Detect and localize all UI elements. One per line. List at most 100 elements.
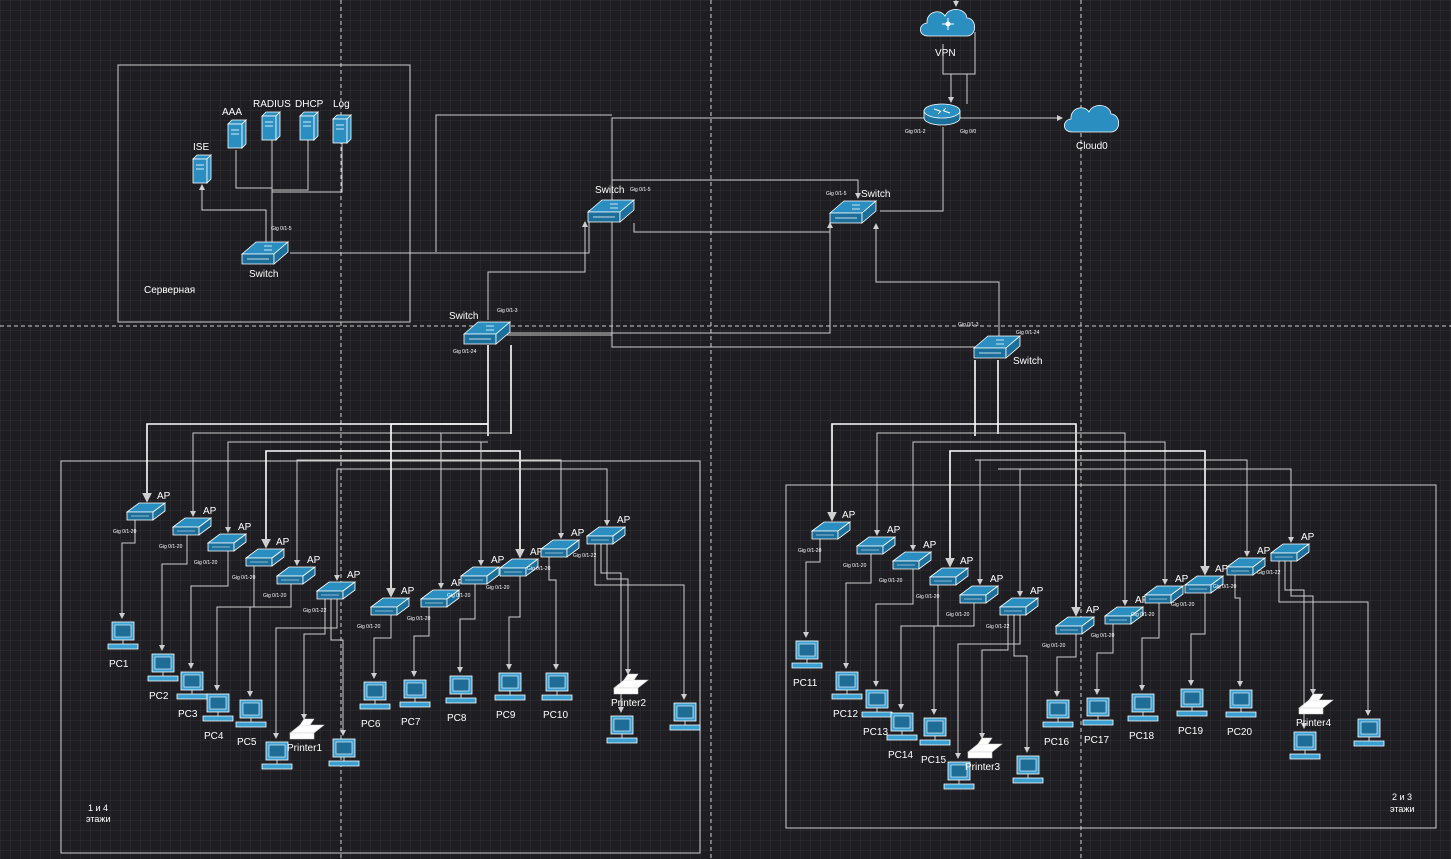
floors-1-4-label: 1 и 4 [88, 803, 108, 813]
ap-left-3-icon[interactable] [207, 533, 247, 552]
ap-left-12-icon[interactable] [586, 526, 626, 545]
ap-left-6-icon[interactable] [316, 581, 356, 600]
ap-right-11-port: Gig 0/1-20 [1213, 584, 1237, 590]
vpn-cloud[interactable] [919, 9, 976, 37]
ap-left-7-port: Gig 0/1-20 [357, 624, 381, 630]
core-left-switch-port: Gig 0/1-5 [630, 187, 651, 193]
dist-left-switch-icon[interactable] [463, 321, 511, 345]
ap-right-5-icon[interactable] [959, 585, 999, 604]
ap-left-10-port: Gig 0/1-20 [486, 585, 510, 591]
pc-left-12-icon[interactable] [494, 672, 526, 701]
printer-left-15-label: Printer2 [611, 698, 646, 709]
cloud0-label: Cloud0 [1076, 141, 1108, 152]
server-switch-icon[interactable] [241, 241, 289, 265]
core-right-switch-icon[interactable] [829, 200, 877, 224]
pc-left-5-label: PC5 [237, 737, 257, 748]
pc-right-14-icon[interactable] [1289, 731, 1321, 760]
dhcp-server-icon[interactable] [299, 111, 319, 141]
pc-left-2-icon[interactable] [147, 653, 179, 682]
pc-left-16-icon[interactable] [669, 702, 701, 731]
radius-server-icon[interactable] [261, 111, 281, 141]
pc-right-9-icon[interactable] [1042, 699, 1074, 728]
ap-left-1-port: Gig 0/1-20 [113, 529, 137, 535]
ap-right-12-icon[interactable] [1270, 543, 1310, 562]
pc-left-4-label: PC4 [204, 731, 224, 742]
pc-right-3-icon[interactable] [861, 689, 893, 718]
ap-left-11-port: Gig 0/1-20 [527, 566, 551, 572]
pc-right-2-icon[interactable] [831, 671, 863, 700]
ap-right-8-port: Gig 0/1-20 [1091, 633, 1115, 639]
dist-left-switch-port2: Gig 0/1-24 [453, 349, 477, 355]
ap-left-7-icon[interactable] [370, 597, 410, 616]
ap-left-9-icon[interactable] [460, 566, 500, 585]
ap-left-1-icon[interactable] [126, 502, 166, 521]
pc-left-4-icon[interactable] [202, 693, 234, 722]
ap-left-5-label: AP [307, 555, 321, 566]
ap-left-8-label: AP [451, 578, 465, 589]
pc-right-12-icon[interactable] [1176, 688, 1208, 717]
ap-right-2-port: Gig 0/1-20 [843, 563, 867, 569]
pc-left-2-label: PC2 [149, 691, 169, 702]
pc-left-1-label: PC1 [109, 659, 129, 670]
ap-right-5-port: Gig 0/1-20 [946, 612, 970, 618]
ap-left-4-port: Gig 0/1-20 [232, 575, 256, 581]
cloud0-icon[interactable] [1063, 105, 1120, 133]
ap-left-2-port: Gig 0/1-20 [159, 544, 183, 550]
pc-left-9-icon[interactable] [359, 681, 391, 710]
pc-right-10-icon[interactable] [1082, 697, 1114, 726]
pc-left-8-icon[interactable] [328, 738, 360, 767]
ap-right-1-icon[interactable] [811, 521, 851, 540]
pc-right-16-icon[interactable] [1353, 718, 1385, 747]
pc-right-3-label: PC13 [863, 727, 888, 738]
log-server-icon[interactable] [332, 114, 352, 144]
pc-left-14-icon[interactable] [606, 715, 638, 744]
pc-right-8-icon[interactable] [1012, 755, 1044, 784]
ap-right-6-icon[interactable] [999, 597, 1039, 616]
pc-left-11-label: PC8 [447, 713, 467, 724]
ap-left-2-label: AP [203, 506, 217, 517]
pc-left-3-icon[interactable] [176, 671, 208, 700]
core-left-switch-icon[interactable] [587, 199, 635, 223]
ise-server-icon[interactable] [192, 154, 212, 184]
pc-right-5-icon[interactable] [919, 717, 951, 746]
pc-right-1-icon[interactable] [791, 640, 823, 669]
pc-left-12-label: PC9 [496, 710, 516, 721]
pc-left-5-icon[interactable] [235, 699, 267, 728]
printer-left-7-icon[interactable] [289, 718, 325, 740]
printer-left-7-label: Printer1 [287, 743, 322, 754]
ap-right-3-icon[interactable] [892, 551, 932, 570]
dist-left-switch-label: Switch [449, 311, 478, 322]
printer-right-7-icon[interactable] [967, 737, 1003, 759]
access-wiring [119, 345, 1371, 759]
ap-left-2-icon[interactable] [172, 517, 212, 536]
pc-right-13-label: PC20 [1227, 727, 1252, 738]
ap-left-10-label: AP [530, 547, 544, 558]
ap-left-4-icon[interactable] [245, 548, 285, 567]
ap-right-2-icon[interactable] [856, 536, 896, 555]
pc-left-13-icon[interactable] [541, 672, 573, 701]
ap-right-7-label: AP [1086, 605, 1100, 616]
pc-right-4-icon[interactable] [886, 712, 918, 741]
ap-right-4-icon[interactable] [929, 567, 969, 586]
ap-right-12-label: AP [1301, 532, 1315, 543]
ap-right-7-icon[interactable] [1055, 616, 1095, 635]
ap-right-6-port: Gig 0/1-22 [986, 624, 1010, 630]
dist-right-switch-icon[interactable] [973, 335, 1021, 359]
pc-right-11-icon[interactable] [1127, 693, 1159, 722]
floors-2-3-label: 2 и 3 [1392, 792, 1412, 802]
ap-right-1-label: AP [842, 510, 856, 521]
pc-left-10-label: PC7 [401, 717, 421, 728]
server-room-label: Серверная [144, 285, 195, 296]
router-icon[interactable] [923, 103, 961, 126]
aaa-server-icon[interactable] [227, 119, 247, 149]
ap-right-9-icon[interactable] [1144, 585, 1184, 604]
pc-right-13-icon[interactable] [1225, 689, 1257, 718]
pc-left-1-icon[interactable] [107, 621, 139, 650]
pc-right-5-label: PC15 [921, 755, 946, 766]
printer-left-15-icon[interactable] [613, 673, 649, 695]
pc-left-11-icon[interactable] [445, 675, 477, 704]
ap-left-5-icon[interactable] [276, 566, 316, 585]
pc-left-10-icon[interactable] [399, 679, 431, 708]
